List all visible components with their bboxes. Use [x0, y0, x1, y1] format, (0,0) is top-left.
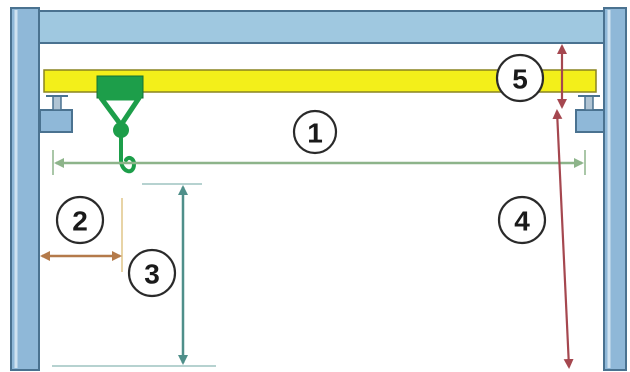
left-rail-wheel — [52, 95, 62, 111]
hook — [119, 136, 137, 174]
building-height-arrow — [552, 109, 574, 369]
label-4-badge: 4 — [497, 195, 547, 245]
right-column — [603, 7, 627, 371]
label-2-badge: 2 — [55, 195, 105, 245]
label-2-text: 2 — [72, 206, 88, 237]
label-5-text: 5 — [512, 64, 528, 95]
crane-girder — [43, 69, 597, 93]
trolley — [96, 75, 144, 99]
label-1-badge: 1 — [292, 109, 338, 155]
label-1-text: 1 — [307, 118, 323, 149]
label-3-text: 3 — [144, 259, 160, 290]
hoist-frame — [98, 95, 142, 128]
right-end-truck — [575, 109, 605, 133]
label-5-badge: 5 — [495, 53, 545, 103]
hook-block — [113, 122, 129, 138]
label-3-badge: 3 — [127, 248, 177, 298]
left-end-truck — [39, 109, 73, 133]
ceiling-beam — [37, 10, 605, 44]
right-rail-wheel — [584, 95, 594, 111]
label-4-text: 4 — [514, 206, 530, 237]
